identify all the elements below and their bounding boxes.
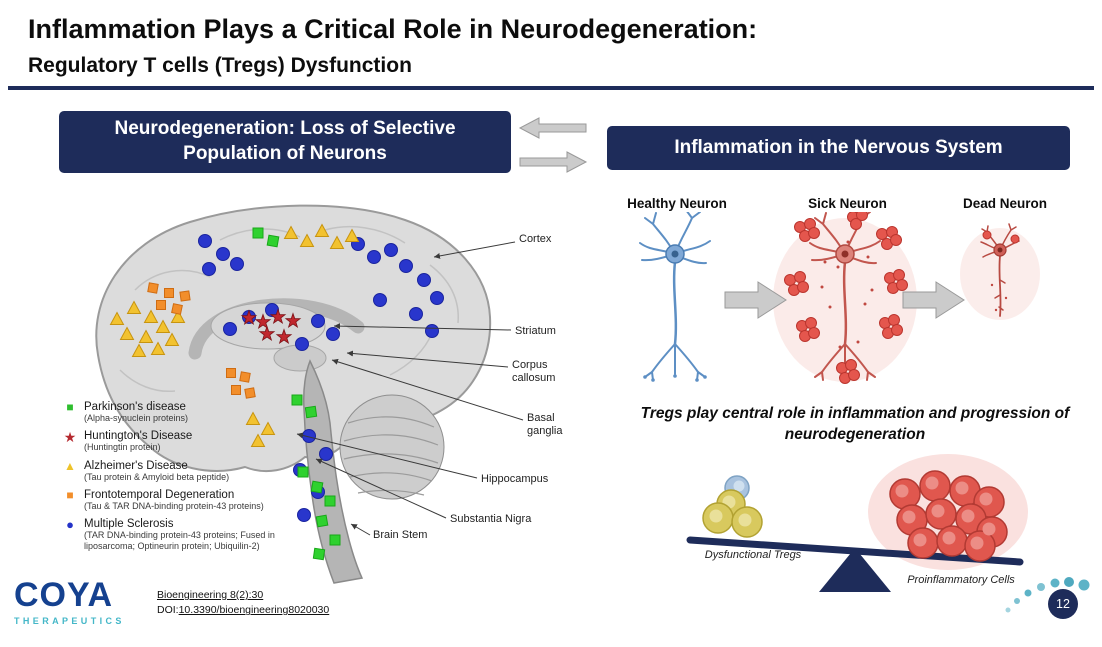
progression-arrow-icon	[724, 281, 787, 319]
dead-neuron	[980, 223, 1020, 317]
parkinsons-square-icon: ■	[66, 400, 74, 414]
dead-neuron-label: Dead Neuron	[962, 196, 1047, 211]
seesaw-illustration	[686, 454, 1028, 592]
brain-label-brain-stem: Brain Stem	[373, 529, 428, 541]
healthy-neuron-label: Healthy Neuron	[627, 196, 727, 211]
disease-legend: ■ Parkinson's disease (Alpha-synuclein p…	[62, 400, 347, 551]
citation: Bioengineering 8(2):30 DOI:10.3390/bioen…	[157, 588, 329, 618]
neurons-illustration	[639, 212, 1040, 384]
proinflammatory-cells	[889, 470, 1008, 562]
multiple-sclerosis-markers	[198, 234, 444, 522]
legend-detail: (Huntingtin protein)	[84, 442, 161, 453]
proinflammatory-cells-label: Proinflammatory Cells	[907, 574, 1015, 586]
dots-decoration	[1005, 577, 1090, 613]
huntingtons-star-icon: ★	[63, 429, 77, 446]
brain-label-basal-ganglia: Basal ganglia	[527, 412, 563, 437]
legend-name: Alzheimer's Disease	[84, 459, 188, 472]
huntingtons-markers	[240, 308, 302, 345]
seesaw-fulcrum	[819, 548, 891, 592]
annotation-leader-lines	[296, 241, 524, 536]
legend-item-alzheimers: ▲ Alzheimer's Disease (Tau protein & Amy…	[62, 458, 347, 482]
legend-name: Frontotemporal Degeneration	[84, 489, 235, 502]
left-panel-header: Neurodegeneration: Loss of Selective Pop…	[59, 111, 511, 173]
legend-detail: (TAR DNA-binding protein-43 proteins; Fu…	[84, 530, 275, 551]
ms-circle-icon: ●	[66, 517, 74, 533]
legend-name: Parkinson's disease	[84, 401, 186, 413]
legend-item-multiple-sclerosis: ● Multiple Sclerosis (TAR DNA-binding pr…	[62, 518, 347, 551]
parkinsons-markers	[252, 227, 341, 561]
title-divider	[8, 86, 1094, 90]
logo-subtext: THERAPEUTICS	[14, 616, 125, 626]
brain-illustration	[95, 204, 524, 584]
brainstem-shape	[303, 359, 364, 584]
brain-label-substantia-nigra: Substantia Nigra	[450, 513, 532, 525]
legend-detail: (Tau protein & Amyloid beta peptide)	[84, 471, 230, 482]
alzheimers-triangle-icon: ▲	[64, 458, 76, 473]
brain-label-corpus-callosum: Corpus callosum	[512, 359, 556, 384]
progression-arrow-icon	[902, 281, 965, 319]
slide-title: Inflammation Plays a Critical Role in Ne…	[28, 14, 758, 44]
inflammatory-blobs	[784, 212, 908, 384]
tregs-cells	[702, 475, 763, 538]
arrow-right-icon	[519, 151, 588, 173]
striatum-shape	[210, 302, 326, 350]
right-panel-header: Inflammation in the Nervous System	[607, 126, 1070, 170]
coya-logo: COYA THERAPEUTICS	[14, 578, 125, 626]
doi-link[interactable]: 10.3390/bioengineering8020030	[178, 604, 330, 617]
legend-item-parkinsons: ■ Parkinson's disease (Alpha-synuclein p…	[62, 400, 347, 423]
dysfunctional-tregs-label: Dysfunctional Tregs	[704, 549, 802, 561]
brain-label-cortex: Cortex	[519, 233, 552, 245]
slide-subtitle: Regulatory T cells (Tregs) Dysfunction	[28, 54, 412, 77]
frontotemporal-markers	[147, 282, 256, 399]
page-number: 12	[1048, 589, 1078, 619]
healthy-neuron	[639, 212, 711, 382]
citation-journal-link[interactable]: Bioengineering 8(2):30	[157, 589, 264, 601]
legend-item-huntingtons: ★ Huntington's Disease (Huntingtin prote…	[62, 429, 347, 453]
legend-name: Huntington's Disease	[84, 430, 193, 443]
doi-prefix: DOI:	[157, 604, 179, 617]
legend-detail: (Alpha-synuclein proteins)	[84, 413, 189, 423]
cerebellum-shape	[339, 394, 445, 500]
arrow-left-icon	[518, 117, 587, 139]
brain-label-hippocampus: Hippocampus	[481, 473, 549, 485]
swap-arrows	[518, 117, 588, 173]
logo-text: COYA	[14, 576, 114, 614]
frontotemporal-square-icon: ■	[66, 488, 74, 503]
alzheimers-markers	[109, 223, 360, 447]
tregs-tagline: Tregs play central role in inflammation …	[640, 405, 1070, 443]
legend-name: Multiple Sclerosis	[84, 518, 174, 531]
sick-neuron	[784, 212, 908, 384]
sick-neuron-label: Sick Neuron	[808, 196, 887, 211]
legend-detail: (Tau & TAR DNA-binding protein-43 protei…	[84, 501, 264, 512]
brain-label-striatum: Striatum	[515, 325, 556, 337]
legend-item-frontotemporal: ■ Frontotemporal Degeneration (Tau & TAR…	[62, 488, 347, 512]
